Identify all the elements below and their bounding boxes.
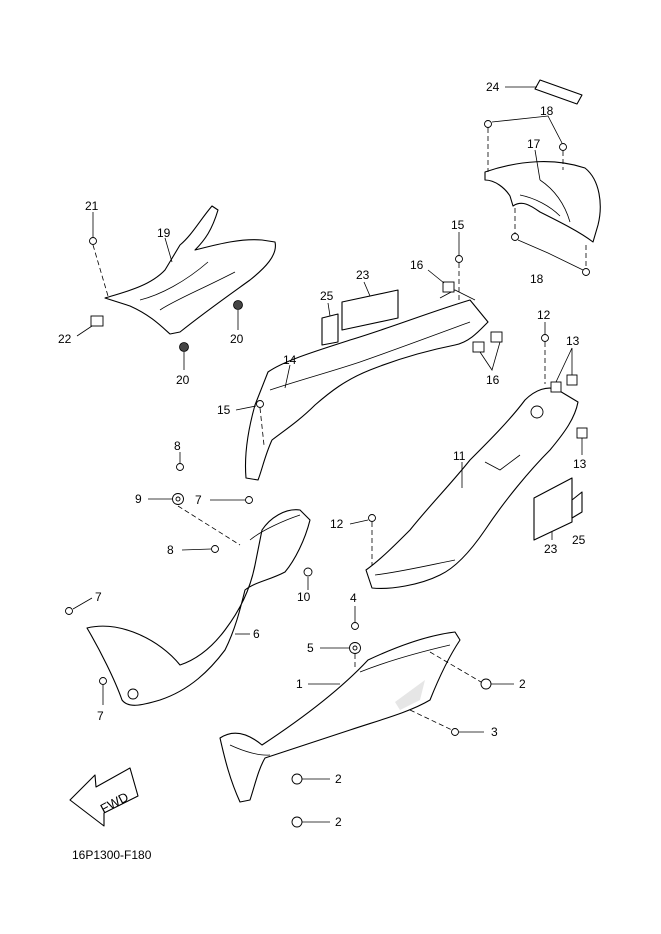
callout-16-top: 16 xyxy=(410,258,424,272)
callout-8-top: 8 xyxy=(174,439,181,453)
callout-7-middle: 7 xyxy=(195,493,202,507)
callout-24: 24 xyxy=(486,80,500,94)
part-23-label-lower xyxy=(533,477,573,541)
callout-25-upper: 25 xyxy=(320,289,334,303)
part-17-rear-cover xyxy=(484,161,601,243)
fwd-direction-arrow: FWD xyxy=(69,767,139,827)
callout-22: 22 xyxy=(58,332,72,346)
callout-11: 11 xyxy=(453,449,466,463)
callout-12-top: 12 xyxy=(537,308,551,322)
callout-12-left: 12 xyxy=(330,517,344,531)
part-14-upper-side-panel xyxy=(244,299,489,481)
callout-15-top: 15 xyxy=(451,218,465,232)
callout-14: 14 xyxy=(283,353,297,367)
callout-6: 6 xyxy=(253,627,260,641)
callout-2-bottom: 2 xyxy=(335,815,342,829)
callout-9: 9 xyxy=(135,492,142,506)
callout-7-bottom: 7 xyxy=(97,709,104,723)
part-19-front-cover xyxy=(104,205,276,335)
callout-21: 21 xyxy=(85,199,99,213)
callout-23-lower: 23 xyxy=(544,542,558,556)
callout-5: 5 xyxy=(307,641,314,655)
callout-15-left: 15 xyxy=(217,403,231,417)
callout-16-bottom: 16 xyxy=(486,373,500,387)
part-25-label-upper xyxy=(321,313,339,346)
part-23-label-upper xyxy=(341,289,399,331)
part-24-label xyxy=(534,79,583,105)
callout-25-lower: 25 xyxy=(572,533,586,547)
callout-7-left: 7 xyxy=(95,590,102,604)
diagram-code: 16P1300-F180 xyxy=(72,848,152,862)
callout-1: 1 xyxy=(296,677,303,691)
callout-20-left: 20 xyxy=(176,373,190,387)
callout-10: 10 xyxy=(297,590,311,604)
part-6-floor-side-cover xyxy=(86,509,311,706)
callout-17: 17 xyxy=(527,137,541,151)
clip-22 xyxy=(90,315,104,327)
callout-3: 3 xyxy=(491,725,498,739)
callout-2-middle: 2 xyxy=(335,772,342,786)
callout-20-right: 20 xyxy=(230,332,244,346)
callout-23-upper: 23 xyxy=(356,268,370,282)
part-25-label-lower xyxy=(571,491,583,519)
callout-2-right: 2 xyxy=(519,677,526,691)
callout-13-bottom: 13 xyxy=(573,457,587,471)
callout-18-bottom: 18 xyxy=(530,272,544,286)
callout-19: 19 xyxy=(157,226,171,240)
callout-8-bottom: 8 xyxy=(167,543,174,557)
callout-18-top: 18 xyxy=(540,104,554,118)
callout-13-top: 13 xyxy=(566,334,580,348)
part-1-lower-side-cover xyxy=(219,631,461,803)
callout-4: 4 xyxy=(350,591,357,605)
part-11-right-side-body xyxy=(365,387,579,589)
